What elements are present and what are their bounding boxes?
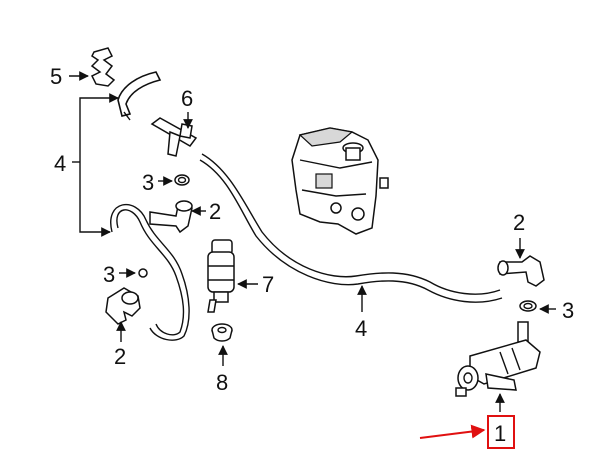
leader-4-top: [79, 93, 119, 162]
grommet-icon: [211, 323, 233, 342]
callout-5: 5: [50, 64, 62, 89]
headlamp-pump-icon: [455, 321, 541, 397]
o-ring-icon: [174, 174, 190, 186]
hose-icon: [110, 203, 190, 341]
callout-4-bottom: 4: [355, 316, 367, 341]
callout-7: 7: [262, 272, 274, 297]
callout-1: 1: [494, 421, 506, 446]
elbow-connector-icon: [497, 255, 545, 287]
washer-pump-icon: [207, 239, 235, 313]
t-connector-icon: [150, 117, 198, 157]
reservoir-icon: [291, 127, 389, 235]
hose-icon: [117, 71, 162, 121]
o-ring-icon: [138, 268, 148, 278]
callout-4-left: 4: [54, 151, 66, 176]
elbow-connector-icon: [149, 200, 193, 234]
callout-3-left: 3: [103, 262, 115, 287]
callout-2-bottom: 2: [114, 344, 126, 369]
long-hose: [199, 153, 503, 303]
callout-2-right: 2: [513, 210, 525, 235]
elbow-connector-icon: [105, 287, 141, 325]
callout-3-right: 3: [562, 298, 574, 323]
o-ring-icon: [519, 300, 537, 312]
highlight-box: [487, 415, 515, 449]
callout-8: 8: [216, 370, 228, 395]
callout-2-upper: 2: [209, 199, 221, 224]
leader-lines: [69, 71, 556, 412]
callout-3-top: 3: [142, 170, 154, 195]
callout-6: 6: [181, 86, 193, 111]
clip-icon: [90, 47, 116, 87]
leader-4-bottom: [79, 162, 111, 237]
pointer-arrow-icon: [419, 424, 486, 439]
